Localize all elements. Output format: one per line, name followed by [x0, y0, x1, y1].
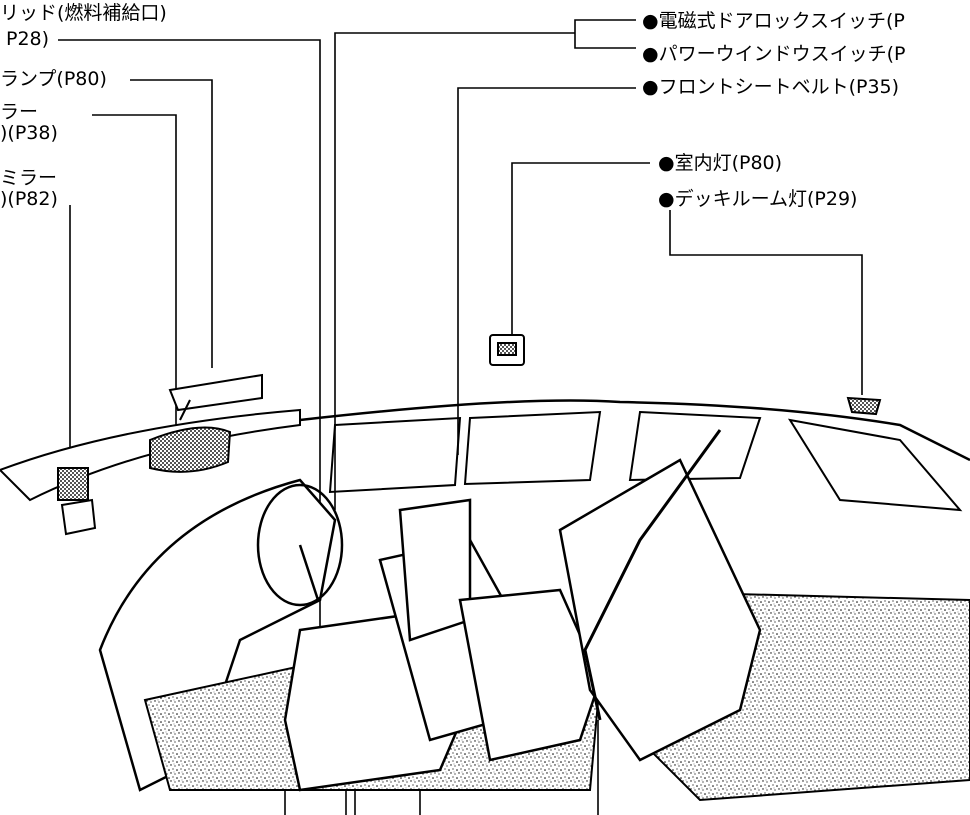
seatbelt	[583, 429, 722, 721]
callout-fuel-lid-line1: リッド(燃料補給口)	[0, 2, 167, 24]
callout-mirror-line1: ラー	[0, 101, 39, 123]
callout-fuel-lid-line2: P28)	[6, 28, 50, 50]
leader-map-lamp	[130, 79, 213, 368]
side-windows	[328, 410, 963, 512]
callout-door-lock-switch: ●電磁式ドアロックスイッチ(P	[642, 10, 905, 32]
leader-room-lamp	[511, 162, 650, 340]
callout-deck-room-lamp: ●デッキルーム灯(P29)	[658, 188, 858, 210]
callout-mirror-line2: )(P38)	[0, 122, 58, 144]
callout-room-lamp: ●室内灯(P80)	[658, 152, 783, 174]
deck-lamp-icon	[846, 396, 882, 416]
steering-wheel	[256, 483, 344, 607]
rearview-mirror	[149, 373, 263, 473]
leader-seatbelt	[457, 87, 636, 455]
room-lamp-icon	[489, 334, 525, 366]
callout-vanity-mirror-line1: ミラー	[0, 167, 58, 189]
leader-mirror	[92, 114, 177, 438]
leader-door-lock	[574, 19, 636, 49]
leader-door-lock-down	[334, 32, 575, 510]
callout-map-lamp: ランプ(P80)	[0, 68, 107, 90]
roof-line	[299, 399, 970, 462]
callout-front-seatbelt: ●フロントシートベルト(P35)	[642, 76, 900, 98]
rear-seat	[558, 458, 762, 762]
front-seats	[283, 498, 602, 792]
callout-power-window-switch: ●パワーウインドウスイッチ(P	[642, 43, 906, 65]
leader-deck-lamp	[669, 210, 863, 395]
callout-vanity-mirror-line2: )(P82)	[0, 188, 58, 210]
